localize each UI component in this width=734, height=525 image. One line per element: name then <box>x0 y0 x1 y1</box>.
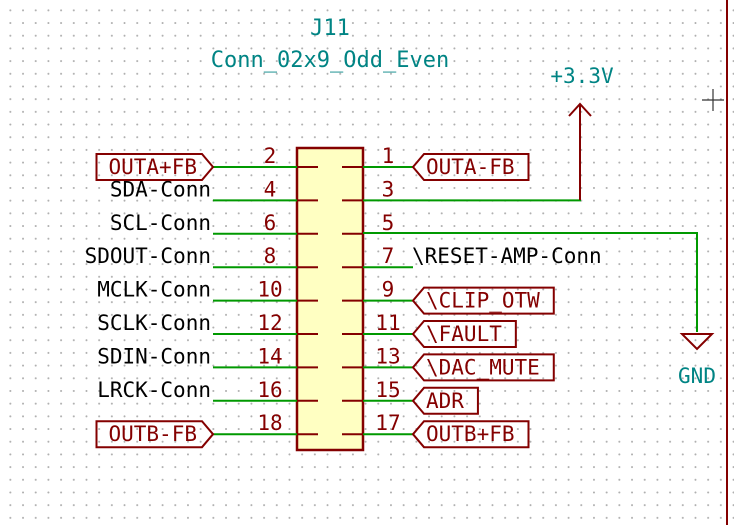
pin-number-4: 4 <box>264 177 277 201</box>
vcc-label: +3.3V <box>550 64 614 88</box>
pin-number-2: 2 <box>264 144 277 168</box>
pin-number-14: 14 <box>257 344 282 368</box>
net-labels-layer: OUTA+FBSDA-ConnSCL-ConnSDOUT-ConnMCLK-Co… <box>85 153 602 449</box>
pin-number-16: 16 <box>257 378 282 402</box>
pin-number-15: 15 <box>375 378 400 402</box>
global-label-clip-otw[interactable] <box>411 286 555 315</box>
global-label-dac-mute[interactable] <box>411 353 555 382</box>
pin-number-11: 11 <box>375 311 400 335</box>
pin-number-12: 12 <box>257 311 282 335</box>
net-name-sda-conn[interactable]: SDA-Conn <box>110 177 211 201</box>
pin-number-8: 8 <box>264 244 277 268</box>
pin-number-1: 1 <box>382 144 395 168</box>
pin-number-6: 6 <box>264 211 277 235</box>
net-name-fault: \FAULT <box>426 322 502 346</box>
net-name-adr: ADR <box>426 389 464 413</box>
net-name-sdin-conn[interactable]: SDIN-Conn <box>97 344 211 368</box>
net-name-outb-fb: OUTB-FB <box>108 422 197 446</box>
net-name-sclk-conn[interactable]: SCLK-Conn <box>97 311 211 335</box>
global-label-outb-fb[interactable] <box>95 420 215 449</box>
pin-number-10: 10 <box>257 278 282 302</box>
pin-number-18: 18 <box>257 411 282 435</box>
global-label-outa-fb[interactable] <box>95 153 215 181</box>
gnd-power-symbol[interactable]: GND <box>363 232 716 388</box>
net-name-sdout-conn[interactable]: SDOUT-Conn <box>85 244 211 268</box>
wires-layer <box>213 166 581 436</box>
net-name-outa-fb: OUTA+FB <box>108 155 197 179</box>
global-label-outb-fb[interactable] <box>411 420 530 449</box>
pin-number-7: 7 <box>382 244 395 268</box>
pin-number-13: 13 <box>375 344 400 368</box>
gnd-label: GND <box>678 364 716 388</box>
net-name-mclk-conn[interactable]: MCLK-Conn <box>97 278 211 302</box>
net-name-scl-conn[interactable]: SCL-Conn <box>110 211 211 235</box>
net-name-outb-fb: OUTB+FB <box>426 422 515 446</box>
net-name-lrck-conn[interactable]: LRCK-Conn <box>97 378 211 402</box>
connector-body[interactable] <box>295 146 365 452</box>
vcc-power-symbol[interactable]: +3.3V <box>550 64 614 200</box>
crosshair-cursor-icon <box>702 89 724 111</box>
pin-number-9: 9 <box>382 278 395 302</box>
pin-number-5: 5 <box>382 211 395 235</box>
pin-number-3: 3 <box>382 177 395 201</box>
net-name-reset-amp-conn[interactable]: \RESET-AMP-Conn <box>412 244 602 268</box>
global-label-outa-fb[interactable] <box>411 153 530 181</box>
net-name-dac-mute: \DAC_MUTE <box>426 355 540 379</box>
component-reference[interactable]: J11 <box>310 16 350 41</box>
global-label-adr[interactable] <box>411 386 479 415</box>
net-name-clip-otw: \CLIP_OTW <box>426 289 540 313</box>
pin-number-17: 17 <box>375 411 400 435</box>
global-label-fault[interactable] <box>411 320 517 348</box>
net-name-outa-fb: OUTA-FB <box>426 155 515 179</box>
component-value[interactable]: Conn_02x9_Odd_Even <box>211 48 449 73</box>
